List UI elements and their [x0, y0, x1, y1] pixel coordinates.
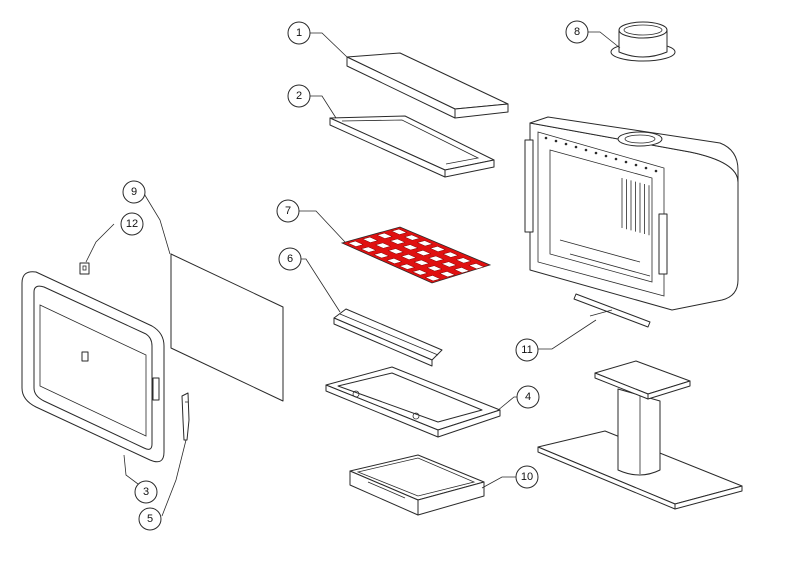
callout-4: 4	[516, 385, 540, 409]
grate-slot	[426, 265, 443, 272]
stove-stand	[537, 360, 743, 510]
grate-slot	[387, 248, 405, 255]
grate-slot	[347, 240, 364, 247]
grate-slot	[402, 244, 419, 251]
callout-8: 8	[565, 20, 589, 44]
callout-2-label: 2	[296, 90, 302, 102]
callout-12: 12	[120, 212, 144, 236]
stove-body	[524, 116, 739, 311]
callout-7-label: 7	[285, 205, 291, 217]
callout-5: 5	[138, 507, 162, 531]
callout-11-label: 11	[521, 344, 532, 356]
grate-slot	[398, 263, 416, 270]
grate-slot	[424, 275, 442, 282]
grate-slot	[389, 238, 406, 245]
callout-9: 9	[122, 180, 146, 204]
part-latch	[181, 392, 190, 441]
grate-slot	[374, 242, 392, 249]
callout-2: 2	[287, 84, 311, 108]
callout-12-label: 12	[126, 218, 138, 230]
grate-slot	[442, 251, 459, 258]
callout-4-label: 4	[525, 391, 531, 403]
callout-8-label: 8	[574, 26, 580, 38]
stove-hole	[574, 145, 578, 149]
callout-3-label: 3	[143, 486, 149, 498]
grate-slot	[403, 234, 421, 241]
stove-hole	[604, 154, 608, 158]
stove-hole	[564, 142, 568, 146]
stove-hole	[634, 163, 638, 167]
grate-slot	[400, 254, 417, 260]
grate-slot	[427, 255, 445, 262]
grate-slot	[468, 263, 485, 270]
callout-10-label: 10	[521, 471, 533, 483]
grate-slot	[413, 259, 430, 266]
part-glass-panel	[170, 253, 284, 402]
callout-1: 1	[287, 21, 311, 45]
grate-slot	[453, 267, 471, 274]
grate-slot	[440, 261, 458, 268]
grate-slot	[455, 257, 472, 264]
grate-slot	[376, 232, 393, 239]
part-door	[21, 271, 165, 463]
grate-slot	[360, 246, 377, 253]
part-grate	[340, 226, 492, 284]
grate-slot	[390, 228, 408, 235]
callout-6: 6	[278, 247, 302, 271]
grate-slot	[415, 250, 432, 256]
part-log-bar	[333, 308, 443, 367]
part-top-baffle	[346, 52, 509, 119]
stove-hole	[624, 160, 628, 164]
stove-hole	[594, 151, 598, 155]
grate-slot	[386, 258, 403, 264]
grate-slot	[361, 236, 379, 243]
grate-slot	[373, 252, 390, 259]
part-clip	[79, 262, 90, 275]
leader-lines	[85, 31, 621, 517]
grate-slot	[439, 271, 456, 278]
grate-slot	[411, 269, 429, 276]
callout-11: 11	[515, 338, 539, 362]
stove-hole	[554, 139, 558, 143]
part-ash-frame	[325, 366, 501, 438]
callout-1-label: 1	[296, 27, 302, 39]
part-tray-baffle	[329, 115, 495, 178]
part-flue-collar	[610, 21, 676, 62]
stove-hole	[584, 148, 588, 152]
callout-10: 10	[515, 465, 539, 489]
grate-slot	[416, 240, 434, 247]
callout-6-label: 6	[287, 253, 293, 265]
callout-9-label: 9	[131, 186, 137, 198]
callout-3: 3	[134, 480, 158, 504]
part-bracket	[573, 293, 651, 328]
part-ash-pan	[349, 454, 485, 516]
stove-hole	[614, 157, 618, 161]
stove-hole	[654, 169, 658, 173]
callout-5-label: 5	[147, 513, 153, 525]
stove-hole	[544, 136, 548, 140]
callout-7: 7	[276, 199, 300, 223]
stove-hole	[644, 166, 648, 170]
grate-slot	[429, 246, 446, 252]
